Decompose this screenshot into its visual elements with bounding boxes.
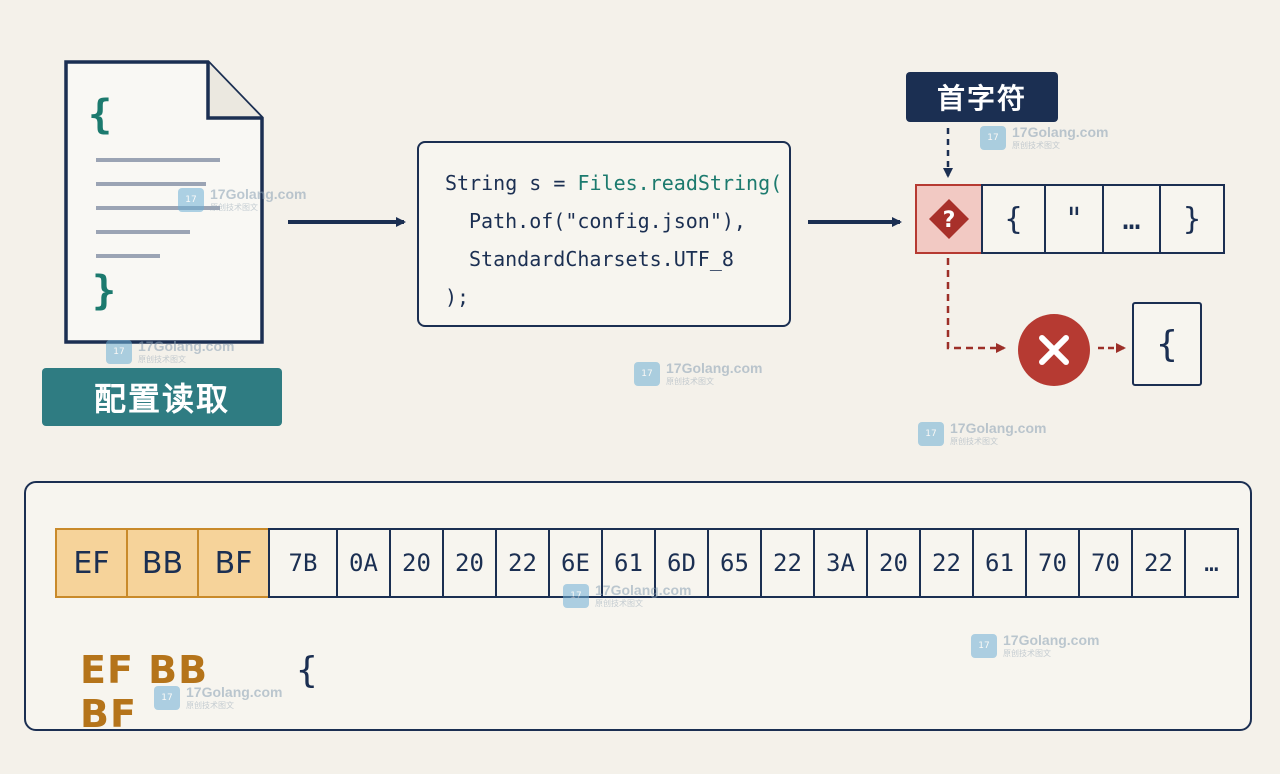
- doc-open-brace: {: [88, 92, 113, 138]
- code-line-3: StandardCharsets.UTF_8: [469, 247, 734, 271]
- bom-label: EF BB BF: [80, 648, 209, 736]
- watermark-logo-icon: 17: [563, 583, 589, 608]
- svg-text:?: ?: [943, 208, 956, 233]
- code-line-2: Path.of("config.json"),: [469, 209, 746, 233]
- byte-row: EF BB BF 7B 0A 20 20 22 6E 61 6D 65 22 3…: [55, 528, 1239, 598]
- byte-cell: 22: [495, 528, 550, 598]
- watermark-logo-icon: 17: [106, 339, 132, 364]
- byte-cell: 0A: [336, 528, 391, 598]
- char-cell: …: [1101, 184, 1162, 254]
- doc-close-brace: }: [92, 268, 117, 314]
- byte-cell: 20: [442, 528, 497, 598]
- config-read-label: 配置读取: [42, 368, 282, 426]
- char-cell: }: [1159, 184, 1225, 254]
- error-x-icon: [1018, 314, 1090, 386]
- byte-cell: …: [1184, 528, 1239, 598]
- watermark-logo-icon: 17: [178, 187, 204, 212]
- byte-cell: 65: [707, 528, 762, 598]
- bom-byte-cell: BB: [126, 528, 199, 598]
- code-line-4: );: [445, 285, 470, 309]
- byte-cell: 20: [389, 528, 444, 598]
- watermark-logo-icon: 17: [634, 361, 660, 386]
- first-char-label: 首字符: [906, 72, 1058, 122]
- question-diamond-icon: ?: [929, 199, 969, 239]
- watermark-logo-icon: 17: [154, 685, 180, 710]
- bytes-panel: [24, 481, 1252, 731]
- bom-byte-cell: BF: [197, 528, 270, 598]
- decoded-chars: ? { " … }: [915, 184, 1225, 254]
- byte-cell: 7B: [268, 528, 338, 598]
- open-brace-label: {: [296, 650, 318, 691]
- code-block: String s = Files.readString( Path.of("co…: [417, 141, 791, 327]
- watermark-logo-icon: 17: [980, 125, 1006, 150]
- watermark-logo-icon: 17: [971, 633, 997, 658]
- watermark-logo-icon: 17: [918, 421, 944, 446]
- byte-cell: 70: [1025, 528, 1080, 598]
- char-cell: ": [1044, 184, 1104, 254]
- char-cell-bad: ?: [915, 184, 983, 254]
- bom-byte-cell: EF: [55, 528, 128, 598]
- byte-cell: 3A: [813, 528, 868, 598]
- char-cell: {: [980, 184, 1047, 254]
- byte-cell: 61: [601, 528, 656, 598]
- arrow-bad-to-x: [946, 258, 1006, 353]
- byte-cell: 22: [919, 528, 974, 598]
- byte-cell: 20: [866, 528, 921, 598]
- byte-cell: 22: [1131, 528, 1186, 598]
- code-line-1: String s = Files.readString(: [445, 171, 783, 195]
- result-char-cell: {: [1132, 302, 1202, 386]
- byte-cell: 61: [972, 528, 1027, 598]
- byte-cell: 70: [1078, 528, 1133, 598]
- document-icon: [64, 60, 264, 344]
- byte-cell: 22: [760, 528, 815, 598]
